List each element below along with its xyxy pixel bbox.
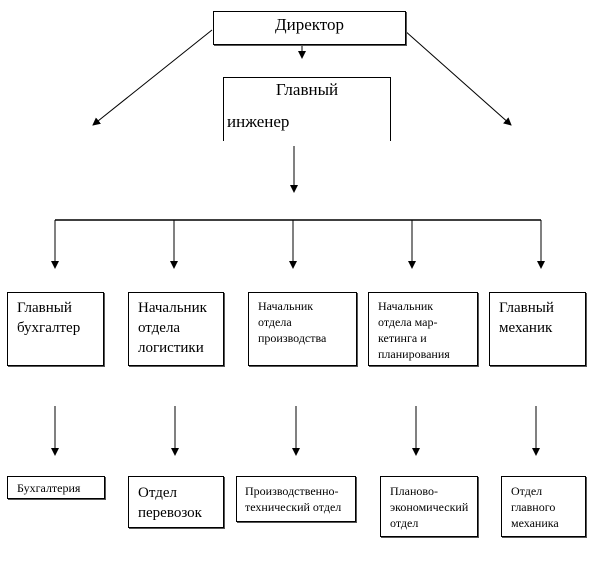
node-label: Начальник отдела производства xyxy=(258,299,327,345)
node-label: Бухгалтерия xyxy=(17,481,81,495)
node-label: Производственно- технический отдел xyxy=(245,484,342,514)
node-label: Начальник отдела логистики xyxy=(138,300,207,356)
node-logistics-head: Начальник отдела логистики xyxy=(128,292,224,366)
node-transport: Отдел перевозок xyxy=(128,476,224,528)
node-chief-engineer-label-line1: Главный xyxy=(275,80,339,99)
node-label: Главный бухгалтер xyxy=(17,300,81,336)
node-marketing-head: Начальник отдела мар- кетинга и планиров… xyxy=(368,292,478,366)
node-chief-mechanic: Главный механик xyxy=(489,292,586,366)
node-production-head: Начальник отдела производства xyxy=(248,292,357,366)
arrow-director-to-mechanic xyxy=(403,29,512,126)
node-label: Планово- экономический отдел xyxy=(390,484,469,530)
node-director: Директор xyxy=(213,11,406,45)
node-label: Главный механик xyxy=(499,300,554,336)
node-accounting: Бухгалтерия xyxy=(7,476,105,499)
node-director-label: Директор xyxy=(275,15,344,34)
node-production-tech: Производственно- технический отдел xyxy=(236,476,356,522)
node-mechanic-dept: Отдел главного механика xyxy=(501,476,586,537)
node-planning-econ: Планово- экономический отдел xyxy=(380,476,478,537)
node-label: Начальник отдела мар- кетинга и планиров… xyxy=(378,299,450,361)
arrow-director-to-accountant xyxy=(92,29,213,126)
node-chief-accountant: Главный бухгалтер xyxy=(7,292,104,366)
node-chief-engineer-label-line2: инженер xyxy=(227,112,290,131)
node-label: Отдел перевозок xyxy=(138,485,202,521)
node-chief-engineer: Главный инженер xyxy=(223,77,391,141)
node-label: Отдел главного механика xyxy=(511,484,559,530)
